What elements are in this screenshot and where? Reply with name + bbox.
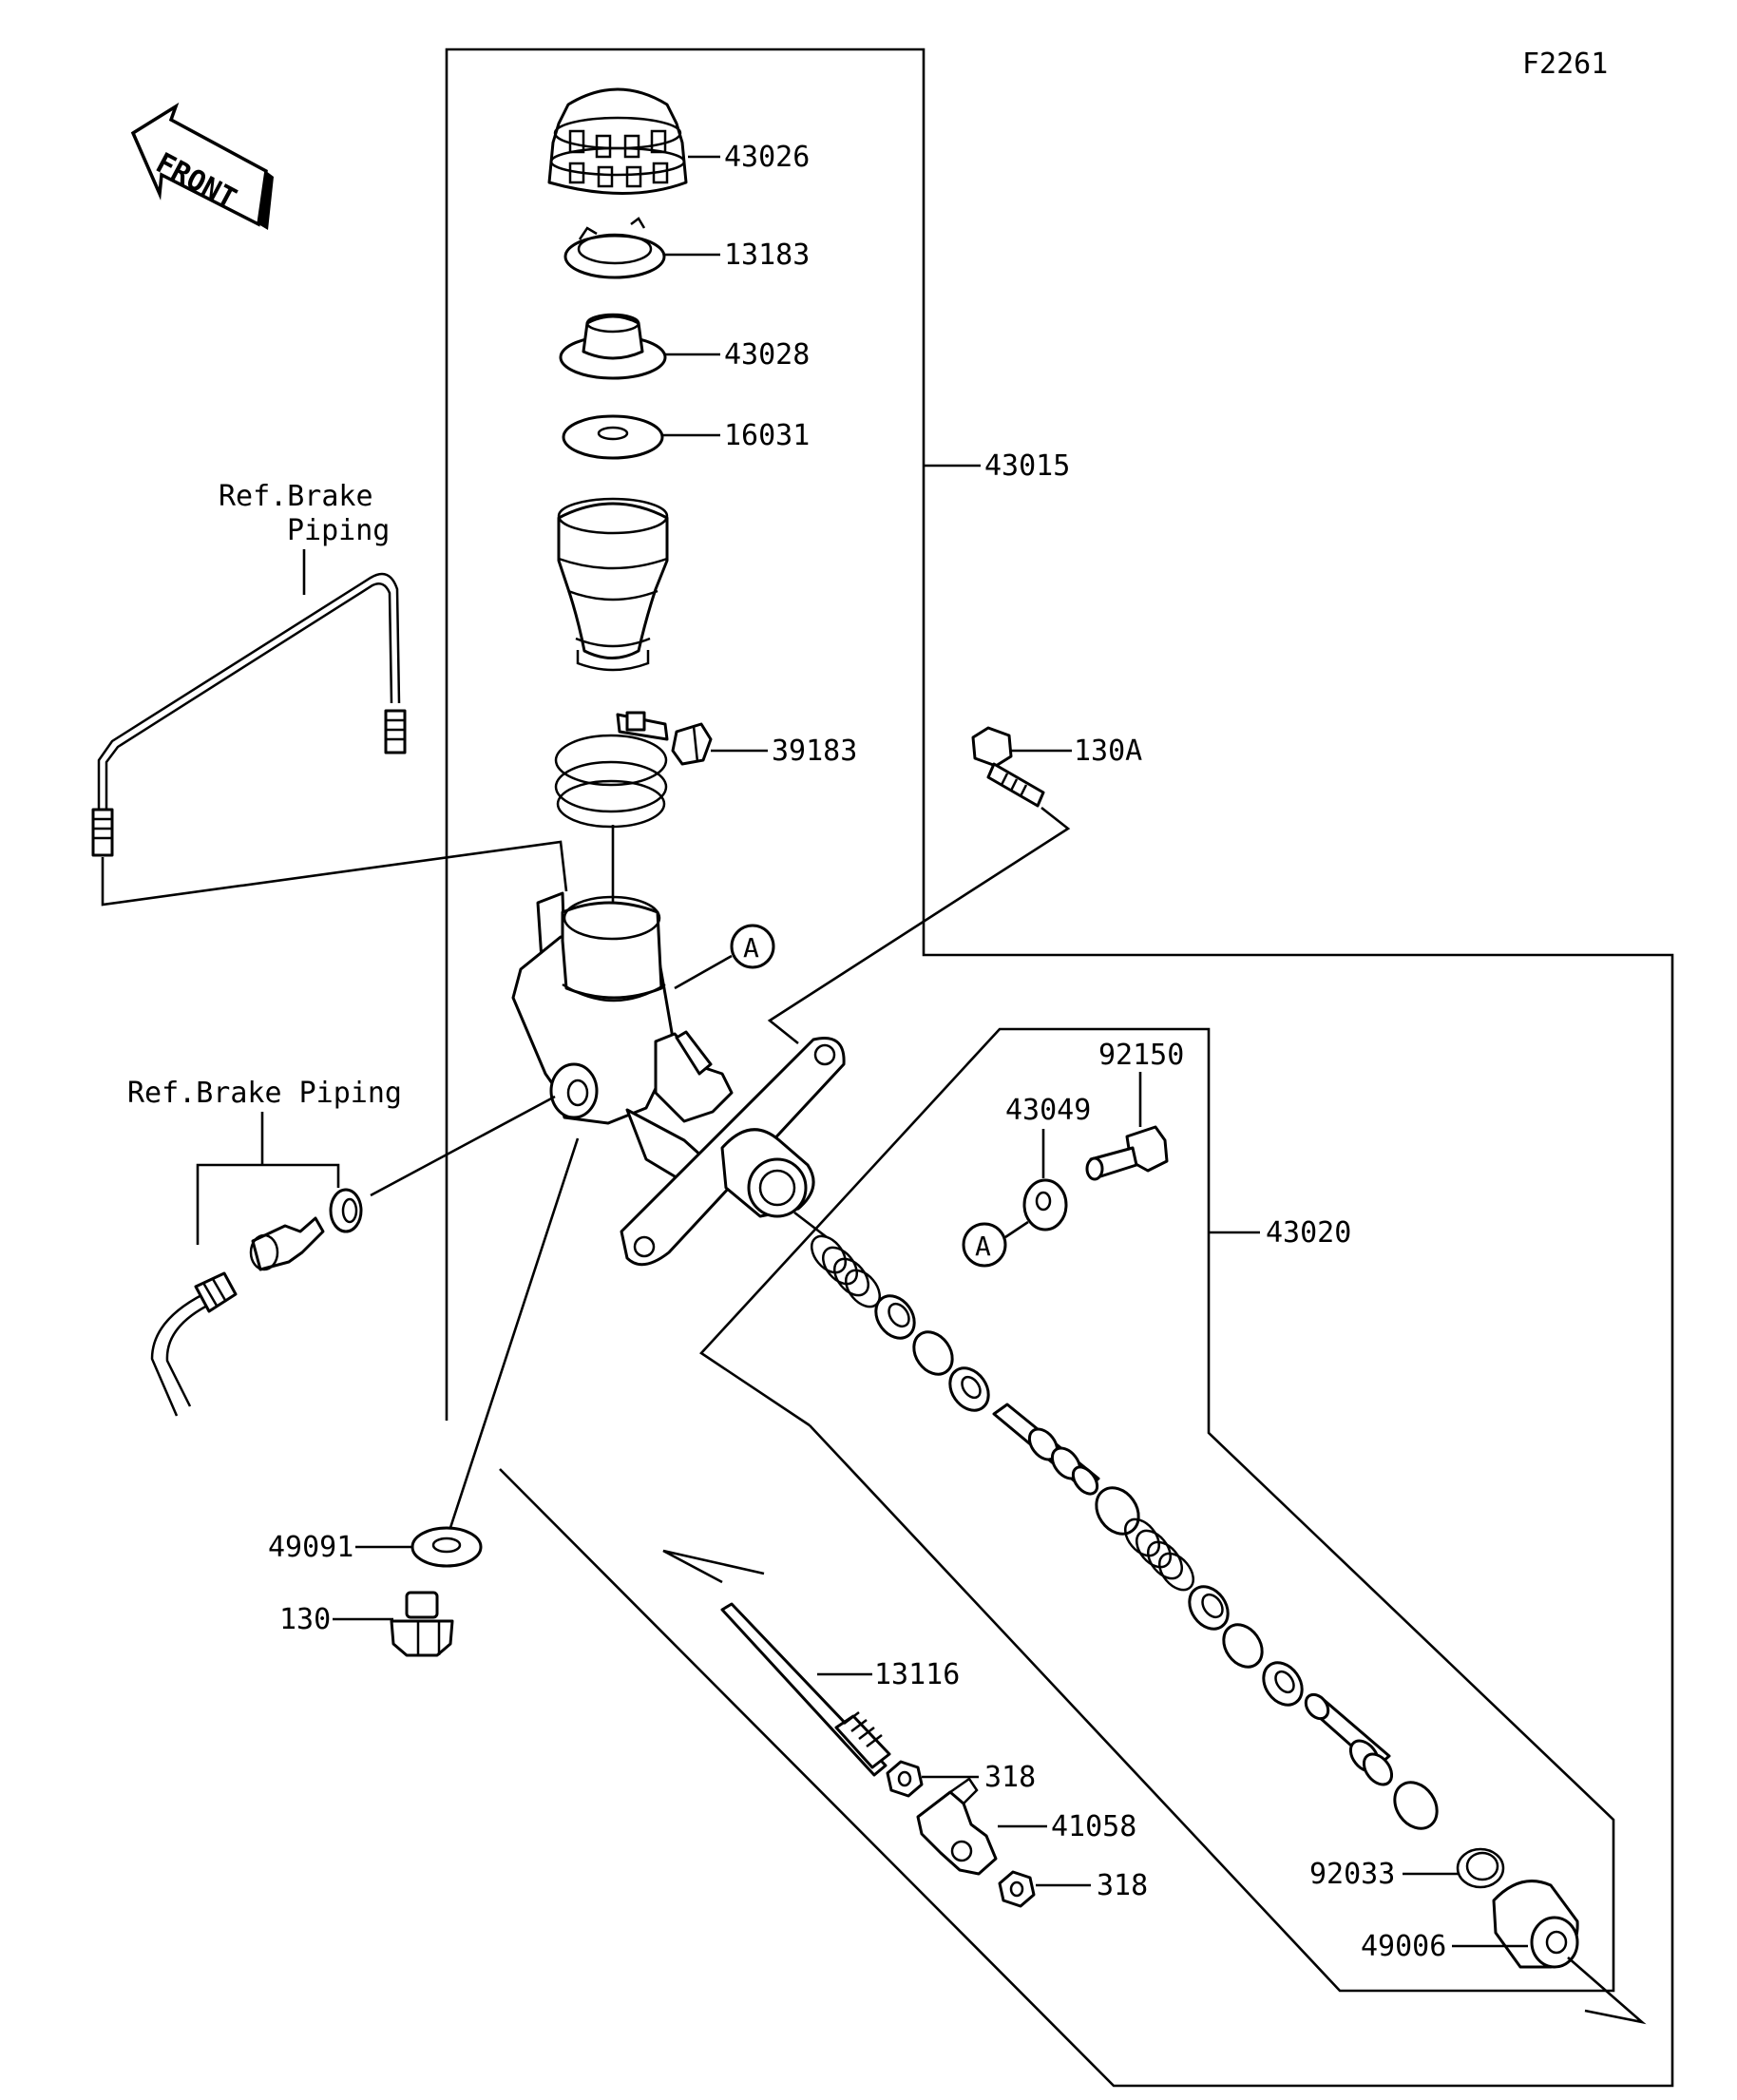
label-318-lower: 318 bbox=[1097, 1869, 1148, 1902]
washer-lower bbox=[1262, 1661, 1304, 1707]
seal-ring-lower bbox=[1222, 1623, 1264, 1669]
clevis-part bbox=[916, 1777, 998, 1876]
label-92033: 92033 bbox=[1309, 1858, 1395, 1891]
nut-upper-part bbox=[886, 1760, 924, 1798]
ref-upper-line2: Piping bbox=[287, 514, 390, 547]
master-cylinder-body bbox=[511, 891, 846, 1267]
label-318-upper: 318 bbox=[984, 1761, 1036, 1794]
dust-boot-part bbox=[1492, 1880, 1579, 1969]
label-13183: 13183 bbox=[724, 239, 810, 272]
seal-ring-upper bbox=[912, 1330, 954, 1376]
hose-clamp-part bbox=[554, 711, 713, 829]
valve-cap-part bbox=[1022, 1178, 1068, 1231]
label-39183: 39183 bbox=[772, 735, 857, 768]
label-43015: 43015 bbox=[984, 449, 1070, 483]
reservoir-cap-part bbox=[547, 87, 688, 195]
svg-text:A: A bbox=[743, 932, 759, 964]
ref-upper-line1: Ref.Brake bbox=[219, 480, 373, 513]
reservoir-body-part bbox=[557, 497, 669, 672]
label-41058: 41058 bbox=[1051, 1810, 1136, 1843]
brake-union-part bbox=[249, 1216, 325, 1271]
push-rod-part bbox=[720, 1602, 891, 1777]
label-130: 130 bbox=[279, 1603, 331, 1636]
front-arrow-icon: FRONT bbox=[130, 102, 274, 230]
label-92150: 92150 bbox=[1098, 1039, 1184, 1072]
label-43028: 43028 bbox=[724, 338, 810, 372]
spring-lower-part bbox=[1124, 1518, 1194, 1592]
bracket-43020 bbox=[699, 1027, 1615, 1993]
crush-washer-part bbox=[329, 1188, 363, 1233]
brake-pipe-left bbox=[150, 1271, 238, 1417]
label-13116: 13116 bbox=[874, 1658, 960, 1691]
seal-cup-upper bbox=[874, 1294, 916, 1340]
label-43020: 43020 bbox=[1266, 1216, 1351, 1250]
label-16031: 16031 bbox=[724, 419, 810, 452]
end-cup-part bbox=[1393, 1781, 1439, 1830]
label-130A: 130A bbox=[1074, 735, 1142, 768]
circlip-part bbox=[1456, 1847, 1505, 1889]
seal-cup-lower bbox=[1188, 1585, 1230, 1631]
label-49006: 49006 bbox=[1361, 1930, 1446, 1963]
label-43026: 43026 bbox=[724, 141, 810, 174]
callout-a-upper: A bbox=[730, 924, 775, 969]
secondary-piston-part bbox=[1304, 1692, 1394, 1786]
bleeder-valve-part bbox=[1085, 1125, 1169, 1181]
label-43049: 43049 bbox=[1005, 1094, 1091, 1127]
svg-text:A: A bbox=[975, 1231, 991, 1262]
ref-left-note: Ref.Brake Piping bbox=[127, 1077, 402, 1110]
primary-piston-part bbox=[992, 1403, 1100, 1496]
washer-upper bbox=[948, 1366, 990, 1412]
banjo-bolt-part bbox=[390, 1591, 454, 1657]
mounting-bolt-part bbox=[971, 726, 1045, 808]
brake-pipe-upper bbox=[91, 572, 407, 857]
cap-plate-part bbox=[563, 217, 666, 279]
bracket-43015 bbox=[445, 48, 1674, 2088]
nut-lower-part bbox=[998, 1870, 1036, 1908]
gasket-part bbox=[562, 414, 664, 460]
spring-upper-part bbox=[811, 1234, 881, 1308]
figure-code: F2261 bbox=[1522, 48, 1608, 81]
banjo-washer-part bbox=[410, 1526, 483, 1568]
label-49091: 49091 bbox=[268, 1531, 353, 1564]
diaphragm-part bbox=[559, 313, 667, 380]
callout-a-lower: A bbox=[962, 1222, 1007, 1268]
